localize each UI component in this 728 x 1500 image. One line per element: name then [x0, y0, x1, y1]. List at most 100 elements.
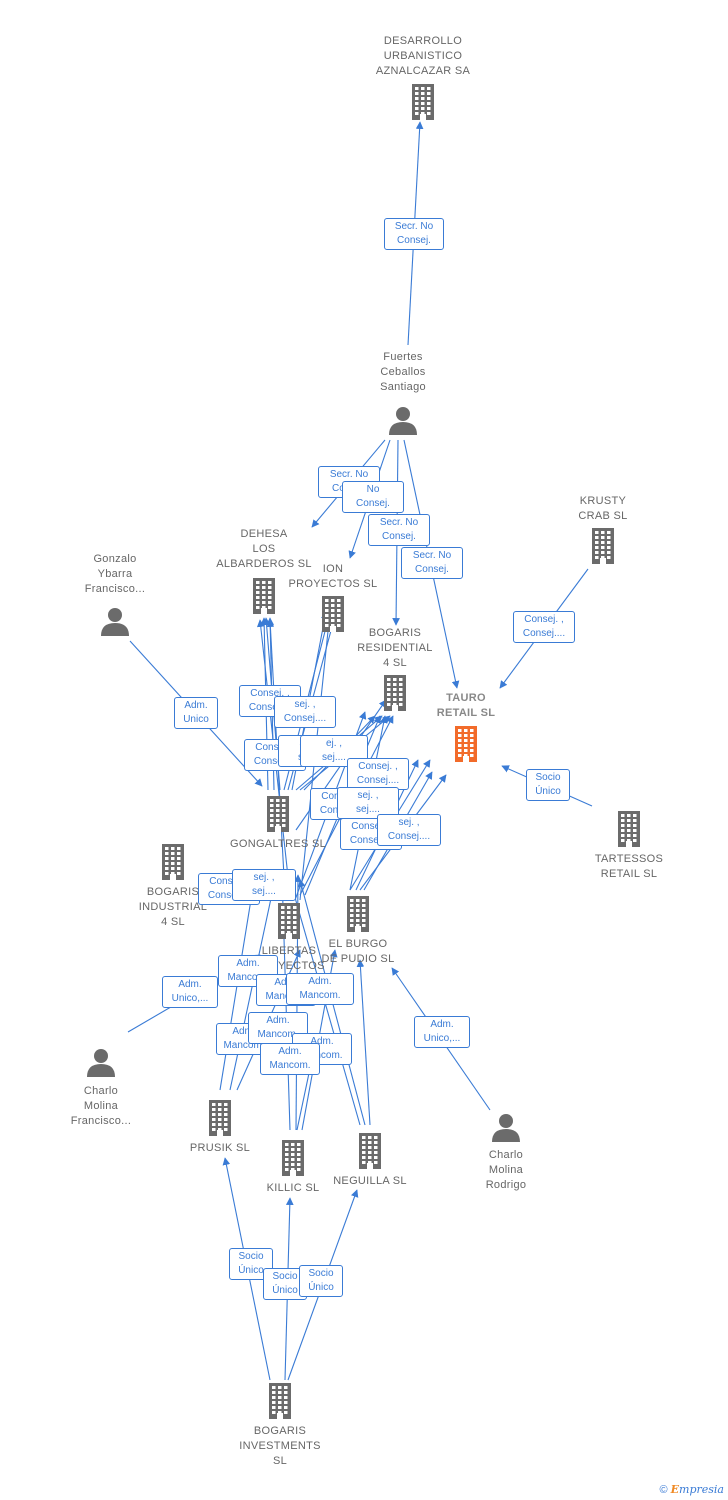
node-label-line: Gonzalo [93, 553, 137, 565]
edge-role-text: Mancom. [299, 990, 341, 1001]
edge-role-label[interactable]: Consej. , Consej.... [347, 758, 409, 790]
person-icon [101, 608, 129, 636]
edge-role-text: Único [238, 1265, 264, 1276]
edge-role-label[interactable]: sej. ,sej.... [232, 869, 296, 901]
node-prusik[interactable]: PRUSIK SL [155, 1100, 285, 1156]
node-label-line: 4 SL [383, 657, 407, 669]
node-label-line: Fuertes [383, 351, 423, 363]
edge-role-text: Secr. No [394, 221, 434, 232]
node-label-line: GONGALTRES SL [230, 838, 326, 850]
building-icon [282, 1140, 304, 1176]
edge-role-text: Consej. , [209, 876, 249, 887]
node-label-line: Molina [488, 1164, 524, 1176]
edge-role-text: Consej. , [358, 761, 398, 772]
edge-role-text: Consej.... [356, 775, 400, 786]
node-gongaltres[interactable]: GONGALTRES SL [213, 796, 343, 852]
edge-role-label[interactable]: sej. , Consej.... [377, 814, 441, 846]
edge-role-text: sej.... [356, 804, 380, 815]
edge-role-text: Consej.... [387, 831, 431, 842]
edge-role-label[interactable]: Adm.Unico [174, 697, 218, 729]
node-label-line: KRUSTY [579, 495, 627, 507]
edge-role-text: Único [272, 1285, 298, 1296]
edge-role-text: Unico [183, 714, 209, 725]
edge-role-text: Secr. No [379, 517, 419, 528]
edge-role-text: Socio [272, 1271, 298, 1282]
edge-role-text: Secr. No [329, 469, 369, 480]
edge-role-text: Mancom. [301, 1050, 343, 1061]
edge-role-label[interactable]: ej. ,sej.... [300, 735, 368, 767]
building-icon [618, 811, 640, 847]
edge-role-text: Consej.... [248, 702, 292, 713]
edge-role-label[interactable]: Consej. ,Consej.... [513, 611, 575, 643]
building-icon [253, 578, 275, 614]
node-label-line: KILLIC SL [266, 1182, 320, 1194]
node-label: GONGALTRES SL [213, 837, 343, 852]
node-label-line: BOGARIS [368, 627, 422, 639]
edge-role-label[interactable]: Adm.Mancom. [218, 955, 278, 987]
node-label: PRUSIK SL [155, 1141, 285, 1156]
edge-role-text: No [366, 484, 380, 495]
node-label-line: EL BURGO [328, 938, 388, 950]
edge-role-text: Adm. [232, 1026, 256, 1037]
node-label-line: NEGUILLA SL [333, 1175, 407, 1187]
building-icon [347, 896, 369, 932]
edge-role-label[interactable]: sej. , sej.... [337, 787, 399, 819]
node-killic[interactable]: KILLIC SL [228, 1140, 358, 1196]
edge-role-text: sej. , [357, 790, 379, 801]
edge-role-label[interactable]: Adm.Mancom. [260, 1043, 320, 1075]
edge-role-text: Unico,... [423, 1033, 461, 1044]
edge-role-text: Único [535, 786, 561, 797]
node-label-line: Rodrigo [485, 1179, 527, 1191]
node-label-line: Charlo [83, 1085, 119, 1097]
footer-brand: © Empresia [659, 1483, 724, 1496]
edge-role-text: sej. , [398, 817, 420, 828]
node-label-line: Santiago [380, 381, 426, 393]
node-label: NEGUILLA SL [305, 1174, 435, 1189]
edge-role-label[interactable]: Adm.Unico,... [162, 976, 218, 1008]
edge-role-text: sej.... [252, 886, 276, 897]
node-label-line: PROYECTOS SL [288, 578, 378, 590]
edge-role-text: Consej. , [250, 688, 290, 699]
edge-role-text: Mancom. [227, 972, 269, 983]
edge-role-text: Consej. [415, 564, 449, 575]
node-label-line: BOGARIS [253, 1425, 307, 1437]
edge-role-label[interactable]: Adm.Mancom. [286, 973, 354, 1005]
copyright-symbol: © [659, 1484, 668, 1496]
node-label-line: Ceballos [380, 366, 426, 378]
edge-role-text: sej.... [322, 752, 346, 763]
node-label-line: LOS [252, 543, 276, 555]
node-label-line: URBANISTICO [383, 50, 463, 62]
edge-role-label[interactable]: Adm.Unico,... [414, 1016, 470, 1048]
node-label-line: TAURO [446, 692, 486, 704]
edge-role-label[interactable]: sej. ,Consej.... [274, 696, 336, 728]
node-label-line: 4 SL [161, 916, 185, 928]
edge-role-text: Socio [238, 1251, 264, 1262]
node-neguilla[interactable]: NEGUILLA SL [305, 1133, 435, 1189]
edge-role-text: Consej.... [207, 890, 251, 901]
